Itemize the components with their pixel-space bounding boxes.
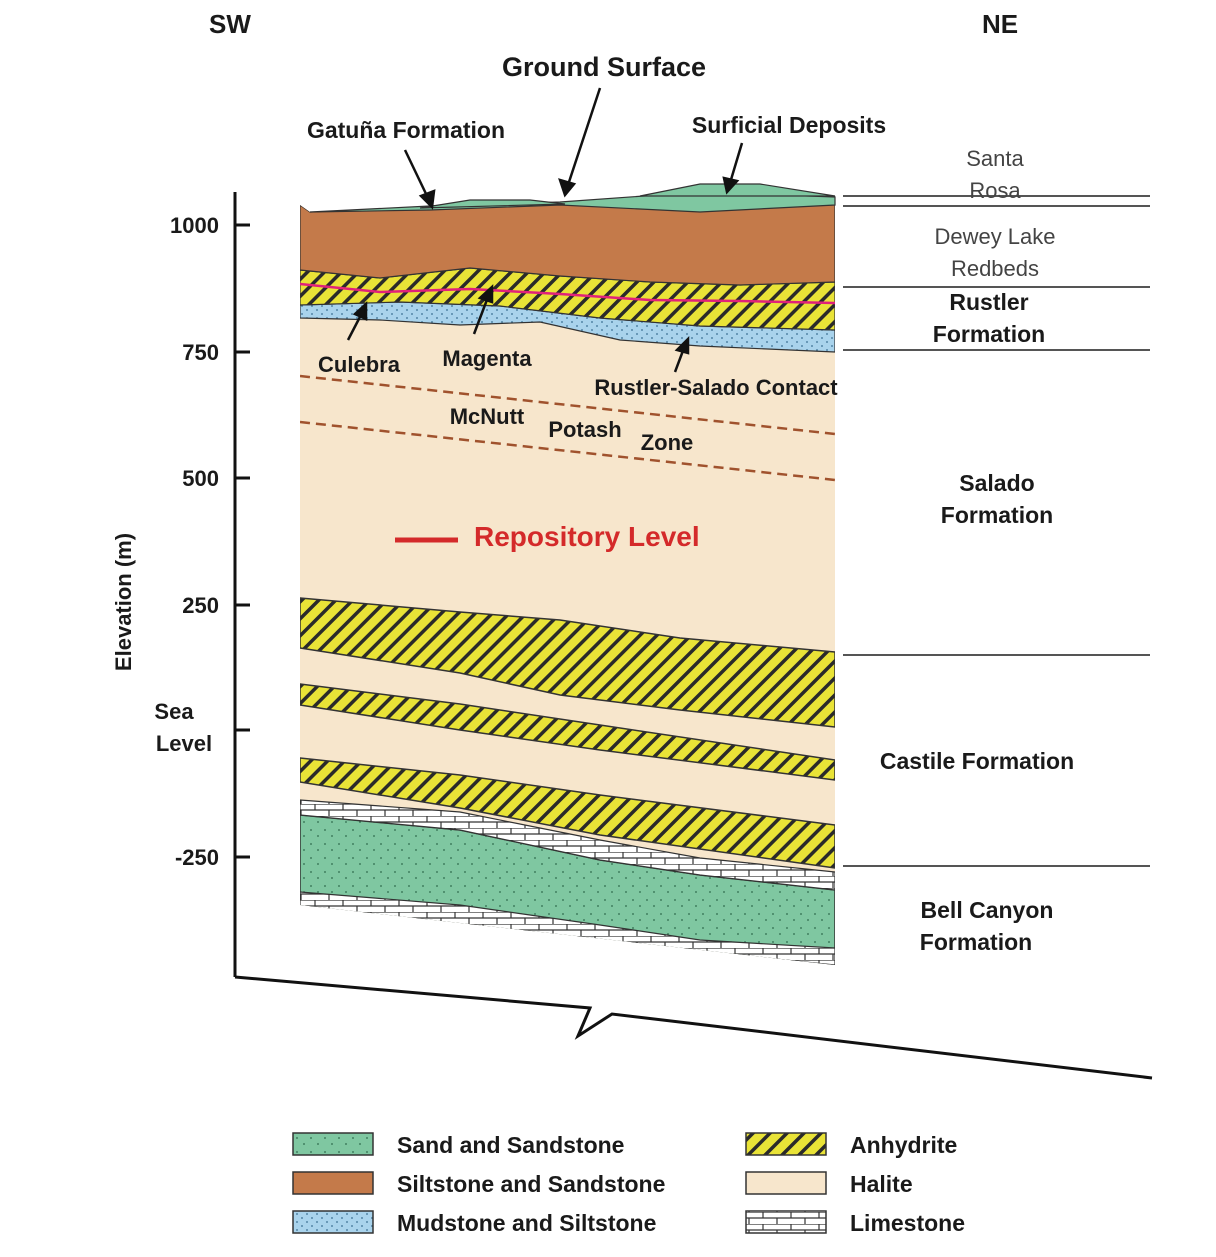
castile-label: Castile Formation <box>880 748 1074 774</box>
rustler-label-1: Rustler <box>949 289 1028 315</box>
tick-label-250: 250 <box>182 593 219 618</box>
sea-level-label-2: Level <box>156 731 212 756</box>
baseline-with-break <box>234 975 1153 1080</box>
santa-rosa-label-2: Rosa <box>969 178 1021 203</box>
legend-label-halite: Halite <box>850 1171 913 1197</box>
mcnutt-lower-boundary <box>300 420 835 482</box>
zone-label: Zone <box>641 430 694 455</box>
legend-label-anhydrite: Anhydrite <box>850 1132 957 1158</box>
magenta-label: Magenta <box>442 346 532 371</box>
sea-level-label-1: Sea <box>154 699 194 724</box>
tick-label-750: 750 <box>182 340 219 365</box>
potash-label: Potash <box>548 417 621 442</box>
culebra-label: Culebra <box>318 352 401 377</box>
legend-label-siltstone: Siltstone and Sandstone <box>397 1171 665 1197</box>
repository-level-label: Repository Level <box>474 521 700 552</box>
gatuna-label: Gatuña Formation <box>307 117 505 143</box>
anhydrite-band-1 <box>300 597 835 728</box>
legend-label-limestone: Limestone <box>850 1210 965 1236</box>
bell-canyon-label-2: Formation <box>920 929 1032 955</box>
callout-arrows <box>346 87 744 373</box>
legend: Sand and Sandstone Siltstone and Sandsto… <box>292 1132 965 1236</box>
santa-rosa-label-1: Santa <box>966 146 1024 171</box>
tick-label-1000: 1000 <box>170 213 219 238</box>
elevation-axis <box>233 192 250 977</box>
legend-swatch-halite <box>745 1171 827 1195</box>
direction-ne: NE <box>982 9 1018 39</box>
legend-swatch-mudstone <box>292 1210 374 1234</box>
rustler-salado-label: Rustler-Salado Contact <box>594 375 838 400</box>
direction-sw: SW <box>209 9 251 39</box>
anhydrite-band-3 <box>300 757 835 869</box>
ground-surface-label: Ground Surface <box>502 52 706 82</box>
legend-swatch-siltstone <box>292 1171 374 1195</box>
legend-swatch-sand <box>292 1132 374 1156</box>
salado-label-2: Formation <box>941 502 1053 528</box>
magenta-line <box>300 282 835 305</box>
mcnutt-label: McNutt <box>450 404 525 429</box>
bell-canyon-label-1: Bell Canyon <box>921 897 1054 923</box>
legend-swatch-limestone <box>745 1210 827 1234</box>
legend-swatch-anhydrite <box>745 1132 827 1156</box>
tick-label-500: 500 <box>182 466 219 491</box>
dewey-lake-label-2: Redbeds <box>951 256 1039 281</box>
mcnutt-upper-boundary <box>300 374 835 436</box>
surficial-label: Surficial Deposits <box>692 112 886 138</box>
legend-label-sand: Sand and Sandstone <box>397 1132 624 1158</box>
formation-boundaries <box>843 195 1150 867</box>
tick-label-minus-250: -250 <box>175 845 219 870</box>
stratigraphic-column <box>300 192 835 965</box>
dewey-lake-label-1: Dewey Lake <box>934 224 1055 249</box>
surficial-mound <box>639 183 836 197</box>
gatuna-mound <box>419 199 566 209</box>
elevation-axis-label: Elevation (m) <box>111 533 136 671</box>
salado-label-1: Salado <box>959 470 1034 496</box>
rustler-label-2: Formation <box>933 321 1045 347</box>
legend-label-mudstone: Mudstone and Siltstone <box>397 1210 656 1236</box>
upper-limestone <box>300 799 835 891</box>
anhydrite-band-2 <box>300 683 835 781</box>
